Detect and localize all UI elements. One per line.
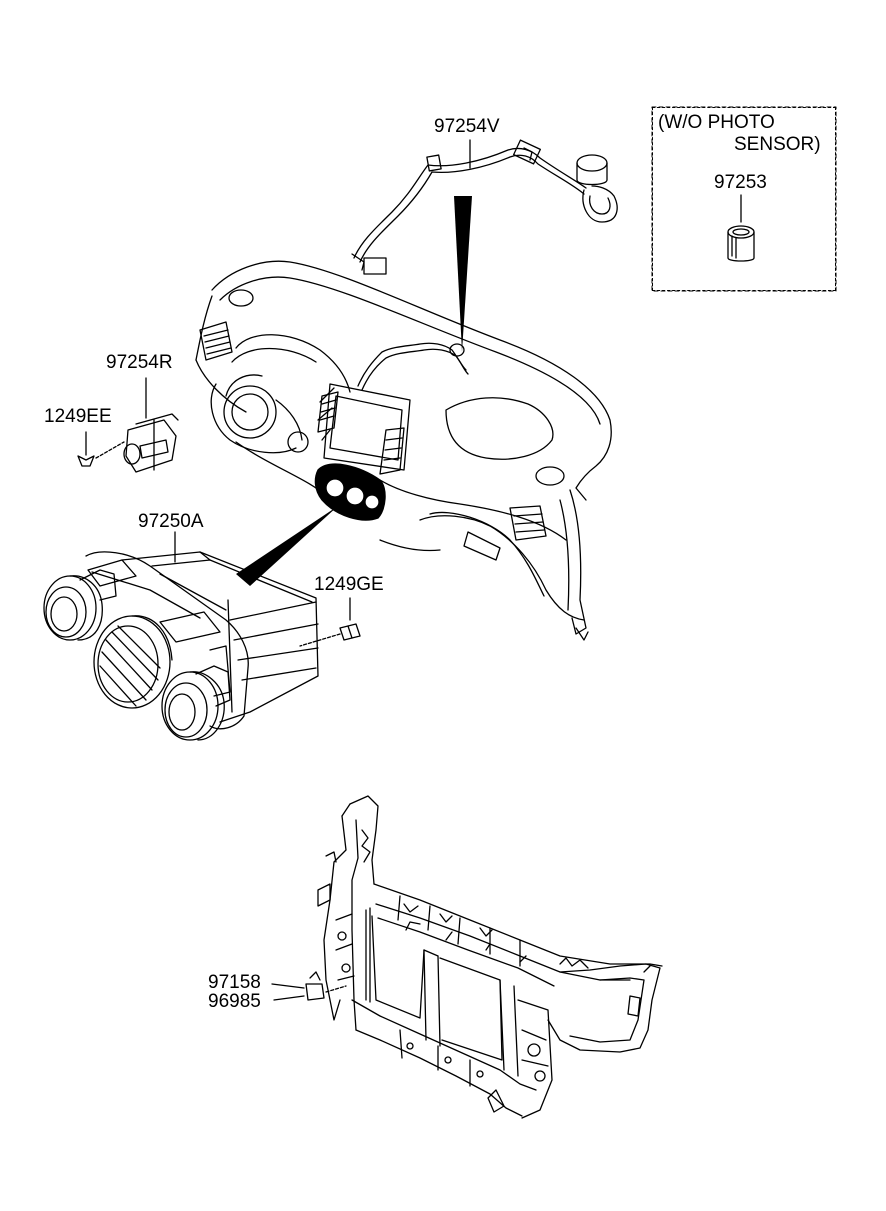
note-frame (652, 107, 836, 291)
label-note-line2: SENSOR) (734, 134, 821, 155)
wiring-harness (351, 139, 618, 275)
label-97250a: 97250A (138, 511, 204, 532)
label-96985: 96985 (208, 991, 261, 1012)
label-97254r: 97254R (106, 352, 173, 373)
label-1249ge: 1249GE (314, 574, 384, 595)
label-97158: 97158 (208, 972, 261, 993)
label-note-line1: (W/O PHOTO (658, 112, 775, 133)
pointer-wedge-middle (236, 506, 338, 586)
screw-1249ge (299, 597, 361, 647)
pointer-wedge-top (454, 196, 472, 352)
label-97253: 97253 (714, 172, 767, 193)
photo-sensor-plug (727, 194, 755, 262)
label-1249ee: 1249EE (44, 406, 112, 427)
sensor-module (77, 377, 179, 473)
clip-part (271, 971, 347, 1001)
dashboard (195, 260, 612, 641)
control-unit (43, 531, 319, 741)
label-97254v: 97254V (434, 116, 500, 137)
radiator-support (317, 795, 663, 1119)
